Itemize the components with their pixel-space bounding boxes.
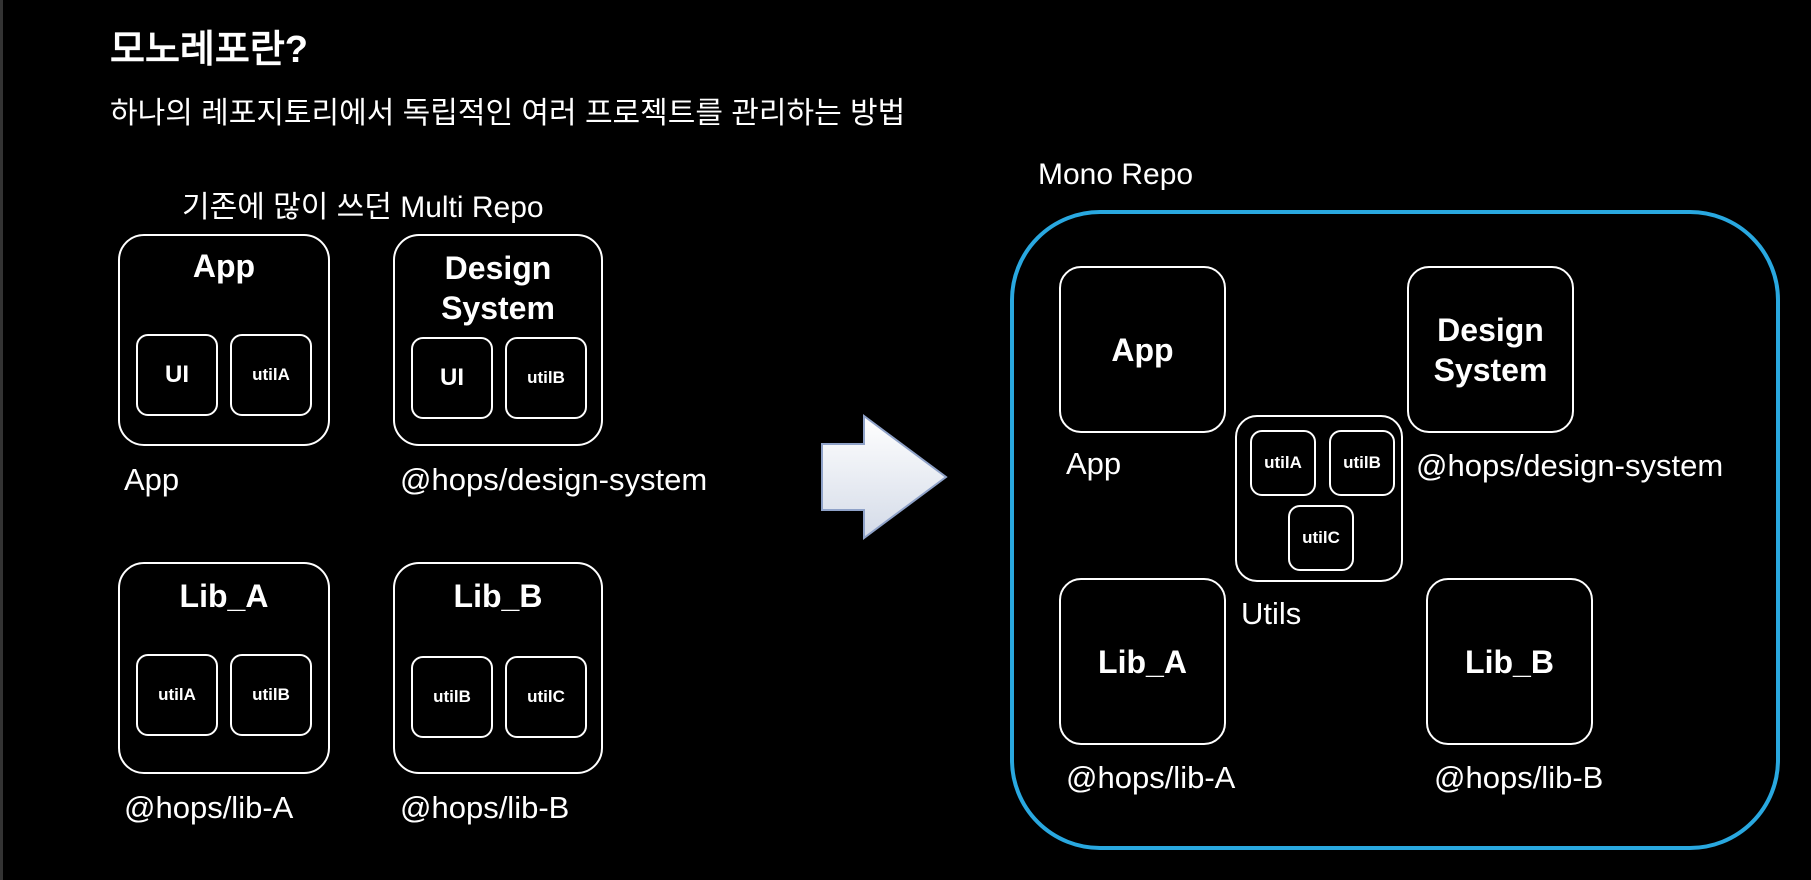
- chip-util-b: utilB: [411, 656, 493, 738]
- repo-name: Lib_A: [179, 578, 269, 614]
- chip-util-c: utilC: [505, 656, 587, 738]
- chip-util-a: utilA: [1250, 430, 1316, 496]
- chip-util-b: utilB: [505, 337, 587, 419]
- mono-repo-app-box: App: [1059, 266, 1226, 433]
- right-arrow-icon: [821, 414, 948, 540]
- mono-repo-utils-label: Utils: [1241, 596, 1302, 631]
- multi-repo-design-system-box: Design System UI utilB: [393, 234, 603, 446]
- chip-util-c: utilC: [1288, 505, 1354, 571]
- chip-util-a: utilA: [230, 334, 312, 416]
- chip-util-b: utilB: [1329, 430, 1395, 496]
- repo-name: Design System: [441, 250, 555, 326]
- multi-repo-app-box: App UI utilA: [118, 234, 330, 446]
- mono-repo-frame: [1010, 210, 1780, 850]
- page-title: 모노레포란?: [110, 29, 309, 71]
- repo-name: App: [192, 248, 256, 284]
- multi-repo-app-package: App: [124, 462, 180, 497]
- chip-util-a: utilA: [136, 654, 218, 736]
- multi-repo-design-system-package: @hops/design-system: [400, 462, 708, 497]
- page-subtitle: 하나의 레포지토리에서 독립적인 여러 프로젝트를 관리하는 방법: [110, 97, 906, 130]
- mono-repo-lib-b-box: Lib_B: [1426, 578, 1593, 745]
- mono-repo-heading: Mono Repo: [1038, 158, 1194, 191]
- multi-repo-lib-b-box: Lib_B utilB utilC: [393, 562, 603, 774]
- chip-ui: UI: [136, 334, 218, 416]
- multi-repo-lib-a-package: @hops/lib-A: [124, 790, 294, 825]
- mono-repo-lib-a-box: Lib_A: [1059, 578, 1226, 745]
- multi-repo-lib-b-package: @hops/lib-B: [400, 790, 570, 825]
- mono-repo-lib-a-package: @hops/lib-A: [1066, 760, 1236, 795]
- left-edge-line: [0, 0, 3, 880]
- mono-repo-app-package: App: [1066, 446, 1122, 481]
- chip-util-b: utilB: [230, 654, 312, 736]
- chip-ui: UI: [411, 337, 493, 419]
- multi-repo-heading: 기존에 많이 쓰던 Multi Repo: [182, 191, 544, 224]
- repo-name: Lib_B: [453, 578, 543, 614]
- mono-repo-utils-box: utilA utilB utilC: [1235, 415, 1403, 582]
- multi-repo-lib-a-box: Lib_A utilA utilB: [118, 562, 330, 774]
- mono-repo-design-system-package: @hops/design-system: [1416, 448, 1724, 483]
- mono-repo-lib-b-package: @hops/lib-B: [1434, 760, 1604, 795]
- mono-repo-design-system-box: Design System: [1407, 266, 1574, 433]
